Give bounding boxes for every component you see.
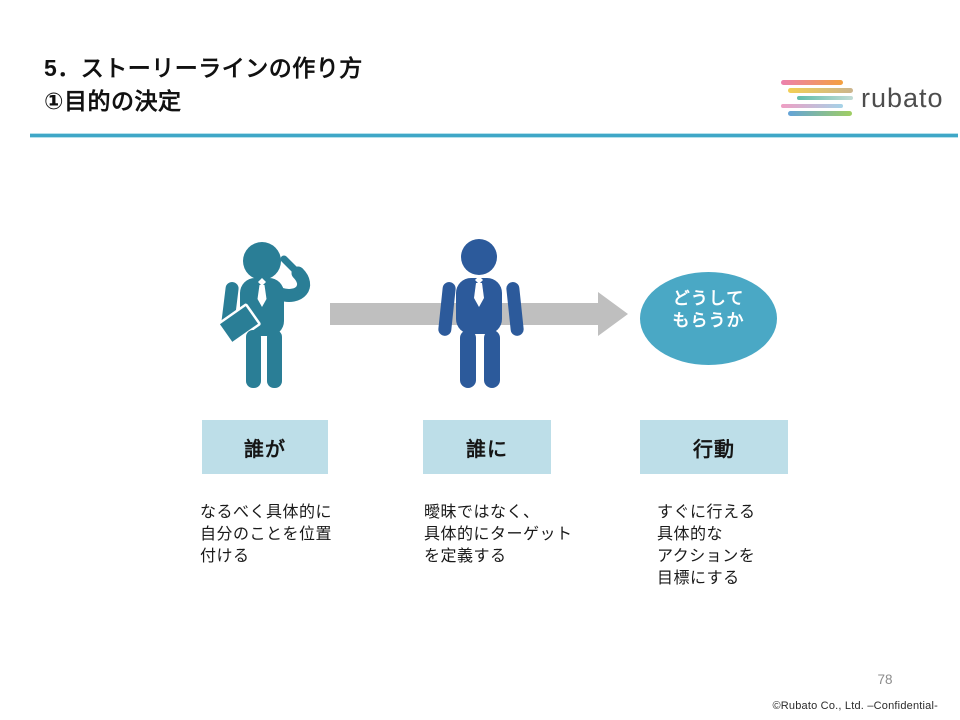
label-box-who: 誰が xyxy=(202,420,328,474)
logo-stripe-icon xyxy=(788,111,852,116)
description-action: すぐに行える 具体的な アクションを 目標にする xyxy=(657,504,756,587)
rubato-logo xyxy=(780,76,940,124)
label-who: 誰が xyxy=(244,438,286,461)
logo-stripe-icon xyxy=(797,96,853,100)
page-title: 5．ストーリーラインの作り方 ①目的の決定 xyxy=(44,52,363,118)
bubble-text-line1: どうして xyxy=(672,288,745,308)
logo-stripe-icon xyxy=(781,80,843,85)
bubble-text-line2: もらうか xyxy=(672,310,745,330)
logo-stripe-icon xyxy=(781,103,843,108)
page-title-line1: 5．ストーリーラインの作り方 xyxy=(44,55,363,81)
logo-wordmark: rubato xyxy=(861,83,944,113)
label-box-whom: 誰に xyxy=(423,420,551,474)
speech-bubble: どうして もらうか xyxy=(640,272,777,365)
label-box-action: 行動 xyxy=(640,420,788,474)
description-who: なるべく具体的に 自分のことを位置 付ける xyxy=(200,504,333,565)
bubble-text: どうして もらうか xyxy=(673,288,745,332)
label-action: 行動 xyxy=(693,438,735,461)
copyright-text: ©Rubato Co., Ltd. –Confidential- xyxy=(772,700,938,712)
page-title-line2: ①目的の決定 xyxy=(44,88,182,114)
interviewer-icon xyxy=(217,242,310,388)
logo-stripe-icon xyxy=(788,88,853,93)
label-whom: 誰に xyxy=(466,438,508,461)
description-whom: 曖昧ではなく、 具体的にターゲット を定義する xyxy=(424,504,573,565)
page-number: 78 xyxy=(877,672,893,687)
title-divider xyxy=(30,134,958,137)
person-icon xyxy=(438,239,524,388)
